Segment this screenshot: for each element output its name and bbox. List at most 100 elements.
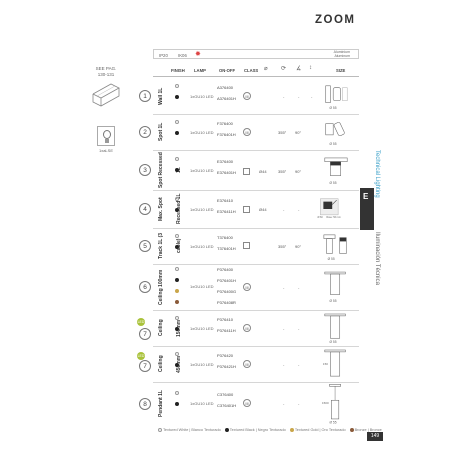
class-symbol <box>243 168 250 175</box>
lamp-type: 1xGU10 LED <box>190 401 214 406</box>
header-finish: FINISH <box>171 68 185 73</box>
product-name: Pendant 1L <box>158 390 164 418</box>
ik-rating: IK06 <box>178 52 187 58</box>
tilt-value: - <box>298 94 300 99</box>
row-number: 2 <box>139 126 151 138</box>
rotation-value: - <box>283 94 285 99</box>
row-number: 7 <box>139 328 151 340</box>
finish-swatches <box>175 352 183 374</box>
product-drawing: Ø 55 <box>324 271 346 303</box>
product-name: Ceiling 100mm <box>158 269 164 305</box>
svg-text:150: 150 <box>323 362 328 366</box>
product-drawing: Ø 55 <box>323 234 347 261</box>
lamp-type: 1xGU10 LED <box>190 326 214 331</box>
tilt-value: - <box>298 285 300 290</box>
class-symbol: III <box>243 92 251 100</box>
product-drawing: Ø 55 <box>325 122 345 146</box>
class-symbol: III <box>243 128 251 136</box>
rotation-value: 355° <box>278 169 287 174</box>
rotation-value: - <box>283 362 285 367</box>
row-number: 5 <box>139 240 151 252</box>
legend-bronze: Bronze | Bronce <box>354 428 382 432</box>
tilt-value: 90° <box>295 244 302 249</box>
lamp-type: 1xGU10 LED <box>190 244 214 249</box>
svg-text:Ø 55: Ø 55 <box>329 340 336 344</box>
rotation-value: 355° <box>278 244 287 249</box>
page-title: ZOOM <box>315 14 356 26</box>
finish-swatches <box>175 197 183 219</box>
section-label-en: Technical Lighting <box>374 150 380 198</box>
legend-black: Textured Black | Negro Texturado <box>229 428 286 432</box>
legend-gold: Textured Gold | Oro Texturado <box>294 428 346 432</box>
rotation-value: - <box>283 401 285 406</box>
finish-swatches <box>175 267 183 311</box>
adjust-icon: ↕ <box>309 65 312 71</box>
section-tab: E <box>360 188 374 230</box>
finish-swatches <box>175 234 183 256</box>
product-drawing: Ø 55 <box>325 85 348 110</box>
tilt-value: - <box>298 362 300 367</box>
tilt-value: - <box>298 207 300 212</box>
rotation-value: 355° <box>278 130 287 135</box>
class-symbol: III <box>243 399 251 407</box>
tilt-icon: ∡ <box>296 66 302 72</box>
tilt-value: - <box>298 326 300 331</box>
see-page-reference: SEE PAG. 130-131 1xaLSE <box>88 66 124 153</box>
class-symbol: III <box>243 360 251 368</box>
row-number: 6 <box>139 281 151 293</box>
header-lamp: LAMP <box>194 68 206 73</box>
rotation-value: - <box>283 326 285 331</box>
row-number: 7 <box>139 360 151 372</box>
cutout-icon: ⌀ <box>264 66 268 72</box>
led-badge: LED <box>137 352 145 360</box>
header-class: CLASS <box>244 68 259 73</box>
svg-text:1500: 1500 <box>322 401 329 405</box>
finish-swatches <box>175 157 183 179</box>
svg-text:Ø 55: Ø 55 <box>329 181 336 185</box>
finish-swatches <box>175 120 183 142</box>
finish-swatches <box>175 316 183 338</box>
section-label-es: Iluminación Técnica <box>374 232 380 285</box>
see-pag-range: 130-131 <box>97 72 115 77</box>
rail-profile-drawing <box>92 83 120 107</box>
product-name: Spot 1L <box>158 122 164 142</box>
product-drawing: Ø 60 Rose: 56 mm <box>317 198 341 219</box>
class-symbol: III <box>243 324 251 332</box>
lamp-type: 1xGU10 LED <box>190 362 214 367</box>
product-name: Wall 1L <box>158 87 164 105</box>
adjust-value: - <box>311 94 313 99</box>
header-divider <box>153 76 359 77</box>
product-name: Track 1L (3 cable) <box>158 232 182 260</box>
gu10-bulb-icon <box>97 126 115 146</box>
lamp-type: 1xGU10 LED <box>190 94 214 99</box>
finish-legend: Textured White | Blanco Texturado Textur… <box>155 428 382 432</box>
product-name: Spot Recessed 1L <box>158 152 182 188</box>
product-row: 4 Max. Spot Recessed 1L 1xGU10 LED E3764… <box>0 190 450 229</box>
svg-text:Ø 55: Ø 55 <box>329 299 336 303</box>
lamp-type: 1xGU10 LED <box>190 284 214 289</box>
finish-swatches <box>175 84 183 106</box>
lamp-type: 1xGU10 LED <box>190 130 214 135</box>
see-pag-label: SEE PAG. <box>95 66 117 71</box>
cutout-value: Ø44 <box>259 169 267 174</box>
header-size: SIZE <box>336 68 346 73</box>
rotation-value: - <box>283 285 285 290</box>
svg-text:Ø 55: Ø 55 <box>329 421 336 425</box>
product-drawing: Ø 55 <box>324 157 348 185</box>
finish-swatches <box>175 391 183 413</box>
product-name: Ceiling 150mm <box>158 319 182 337</box>
